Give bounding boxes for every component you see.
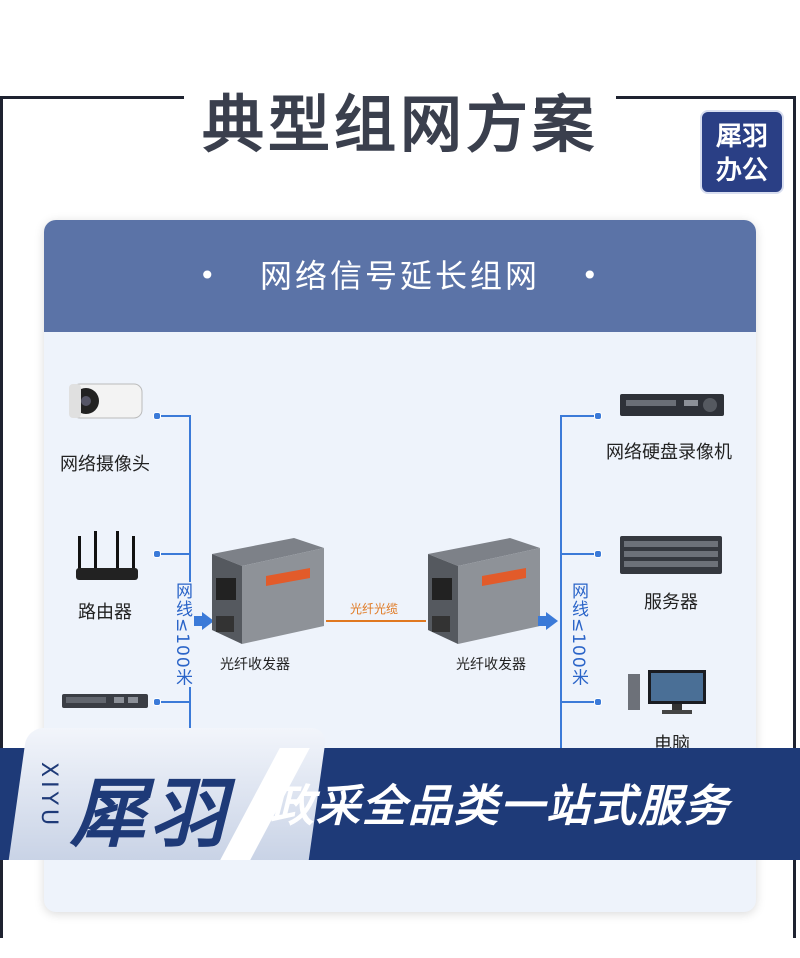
banner-brand-en: XIYU bbox=[36, 762, 61, 830]
media-converter-right-icon bbox=[428, 538, 540, 644]
device-label-nvr: 网络硬盘录像机 bbox=[606, 442, 732, 463]
badge-line-1: 犀羽 bbox=[715, 122, 768, 152]
right-arrow-body bbox=[538, 616, 546, 626]
left-arrow-body bbox=[194, 616, 202, 626]
media-converter-left-icon bbox=[212, 538, 324, 644]
link-router bbox=[158, 553, 190, 555]
badge-line-2: 办公 bbox=[715, 156, 768, 186]
device-label-server: 服务器 bbox=[644, 592, 698, 613]
router-icon bbox=[76, 531, 138, 580]
card-title: 网络信号延长组网 bbox=[259, 257, 540, 295]
link-dot-computer bbox=[594, 698, 602, 706]
link-dot-camera bbox=[153, 412, 161, 420]
right-bus bbox=[560, 415, 562, 755]
switch-icon bbox=[62, 694, 148, 708]
link-nvr bbox=[560, 415, 596, 417]
link-dot-switch bbox=[153, 698, 161, 706]
bullet-right: • bbox=[581, 259, 601, 292]
link-switch bbox=[158, 701, 190, 703]
converter-label-right: 光纤收发器 bbox=[456, 657, 526, 673]
nvr-icon bbox=[620, 394, 724, 416]
banner-slogan: 政采全品类一站式服务 bbox=[270, 781, 730, 832]
device-label-camera: 网络摄像头 bbox=[60, 454, 150, 475]
link-dot-router bbox=[153, 550, 161, 558]
device-label-router: 路由器 bbox=[78, 602, 132, 623]
left-cable-note: 网线≤100米 bbox=[170, 582, 195, 687]
banner-brand: 犀羽 bbox=[70, 769, 230, 858]
card-header: • 网络信号延长组网 • bbox=[44, 220, 756, 332]
link-computer bbox=[560, 701, 596, 703]
computer-icon bbox=[628, 670, 706, 714]
page-title: 典型组网方案 bbox=[0, 74, 800, 164]
link-dot-nvr bbox=[594, 412, 602, 420]
link-camera bbox=[158, 415, 190, 417]
converter-label-left: 光纤收发器 bbox=[220, 657, 290, 673]
ip-camera-icon bbox=[69, 383, 143, 419]
server-icon bbox=[620, 536, 722, 574]
link-dot-server bbox=[594, 550, 602, 558]
bullet-left: • bbox=[199, 259, 219, 292]
link-server bbox=[560, 553, 596, 555]
right-arrow-icon bbox=[546, 612, 558, 630]
left-arrow-icon bbox=[202, 612, 214, 630]
fiber-label: 光纤光缆 bbox=[350, 602, 399, 616]
fiber-cable bbox=[326, 620, 426, 622]
right-cable-note: 网线≤100米 bbox=[566, 582, 591, 687]
brand-badge: 犀羽 办公 bbox=[700, 110, 784, 194]
